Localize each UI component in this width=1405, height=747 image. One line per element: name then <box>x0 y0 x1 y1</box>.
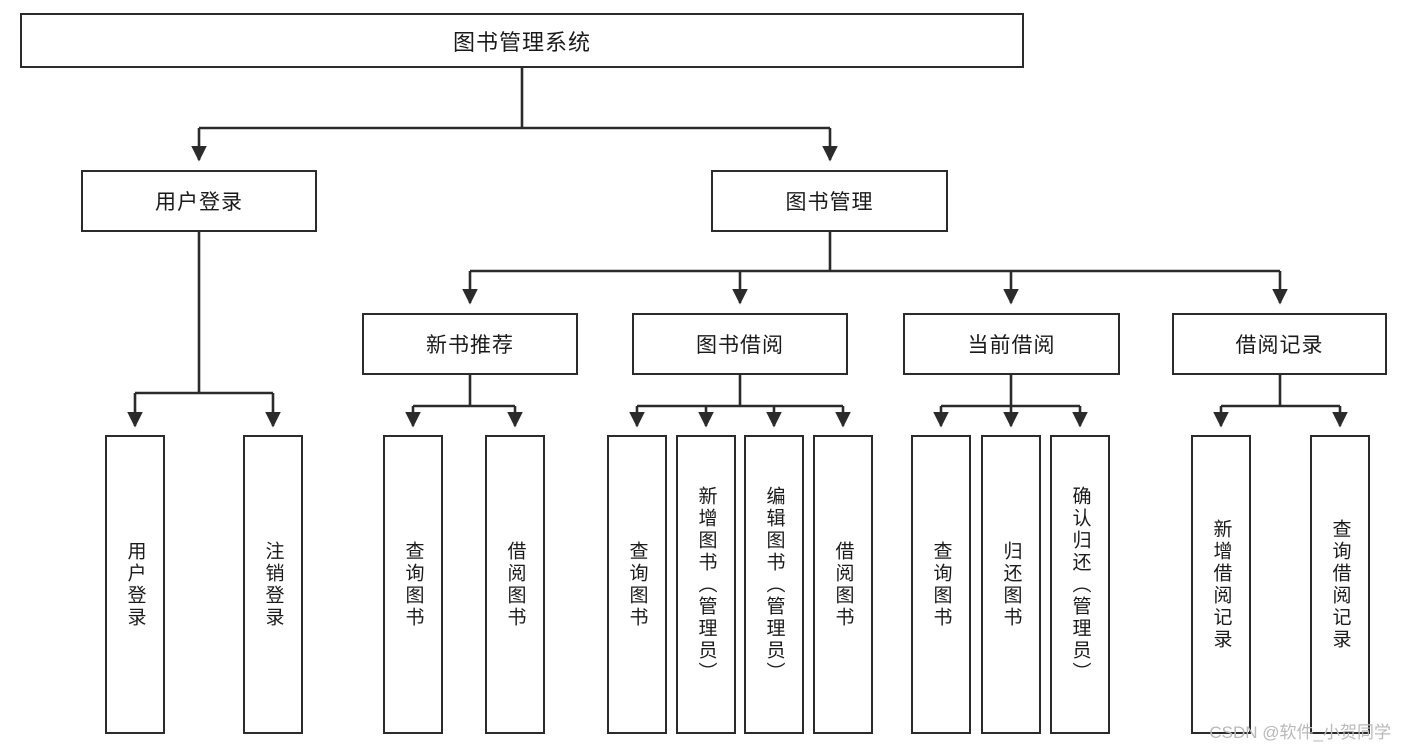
leaf-current-borrow-return[interactable]: 归还图书 <box>981 435 1041 734</box>
leaf-user-login-logout[interactable]: 注销登录 <box>243 435 303 734</box>
node-label: 用户登录 <box>155 191 243 214</box>
node-label: 查询借阅记录 <box>1329 518 1351 651</box>
node-label: 当前借阅 <box>967 334 1056 357</box>
node-label: 查询图书 <box>930 540 952 629</box>
leaf-new-book-query[interactable]: 查询图书 <box>383 435 443 734</box>
node-label: 查询图书 <box>626 540 648 629</box>
node-label: 新增图书（管理员） <box>695 485 717 684</box>
leaf-user-login-login[interactable]: 用户登录 <box>105 435 165 734</box>
node-system-root[interactable]: 图书管理系统 <box>20 13 1024 68</box>
node-label: 新增借阅记录 <box>1210 518 1232 651</box>
node-label: 归还图书 <box>1000 540 1022 629</box>
node-label: 图书管理 <box>785 191 874 214</box>
leaf-book-borrow-edit[interactable]: 编辑图书（管理员） <box>744 435 804 734</box>
node-label: 编辑图书（管理员） <box>763 485 785 684</box>
leaf-book-borrow-query[interactable]: 查询图书 <box>607 435 667 734</box>
leaf-book-borrow-add[interactable]: 新增图书（管理员） <box>676 435 736 734</box>
node-label: 借阅图书 <box>504 540 526 629</box>
node-label: 确认归还（管理员） <box>1069 485 1091 684</box>
node-current-borrow[interactable]: 当前借阅 <box>903 313 1120 375</box>
leaf-borrow-record-add[interactable]: 新增借阅记录 <box>1191 435 1251 734</box>
node-borrow-record[interactable]: 借阅记录 <box>1172 313 1387 375</box>
leaf-current-borrow-confirm-return[interactable]: 确认归还（管理员） <box>1050 435 1110 734</box>
leaf-borrow-record-query[interactable]: 查询借阅记录 <box>1310 435 1370 734</box>
node-label: 图书管理系统 <box>452 29 591 55</box>
node-label: 借阅图书 <box>832 540 854 629</box>
node-label: 用户登录 <box>124 540 146 629</box>
node-book-management[interactable]: 图书管理 <box>711 170 948 232</box>
node-label: 图书借阅 <box>696 334 784 357</box>
node-label: 新书推荐 <box>426 334 514 357</box>
node-new-book-recommend[interactable]: 新书推荐 <box>362 313 578 375</box>
leaf-new-book-borrow[interactable]: 借阅图书 <box>485 435 545 734</box>
leaf-current-borrow-query[interactable]: 查询图书 <box>911 435 971 734</box>
leaf-book-borrow-borrow[interactable]: 借阅图书 <box>813 435 873 734</box>
node-label: 查询图书 <box>402 540 424 629</box>
node-user-login[interactable]: 用户登录 <box>81 170 317 232</box>
node-label: 借阅记录 <box>1235 334 1324 357</box>
node-label: 注销登录 <box>262 540 284 629</box>
node-book-borrow[interactable]: 图书借阅 <box>632 313 848 375</box>
